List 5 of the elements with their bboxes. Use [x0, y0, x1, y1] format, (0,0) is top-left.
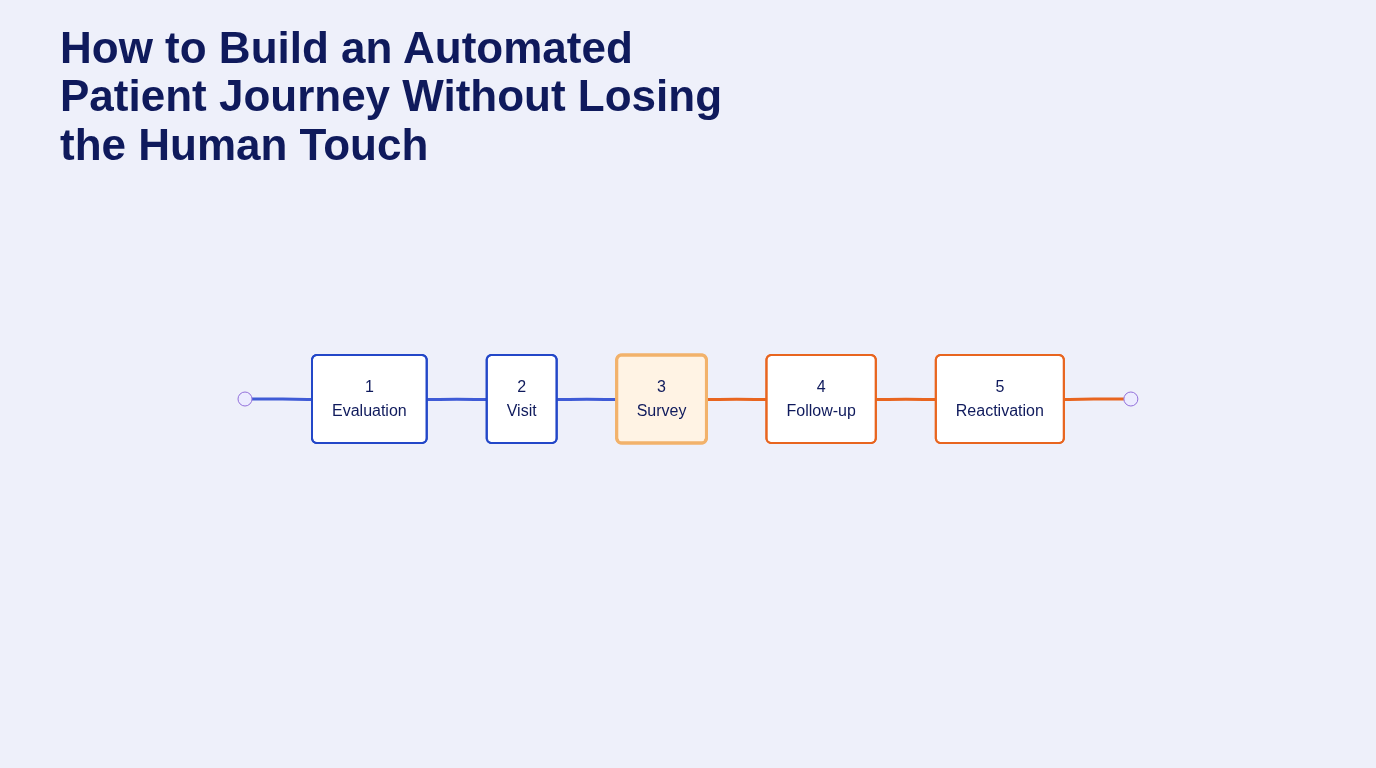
node-circle — [1123, 391, 1139, 407]
title: How to Build an Automated Patient Journey Without Losing the Human Touch — [60, 24, 724, 170]
node-circle — [237, 391, 253, 407]
connector — [252, 397, 313, 402]
connector — [1064, 397, 1124, 402]
